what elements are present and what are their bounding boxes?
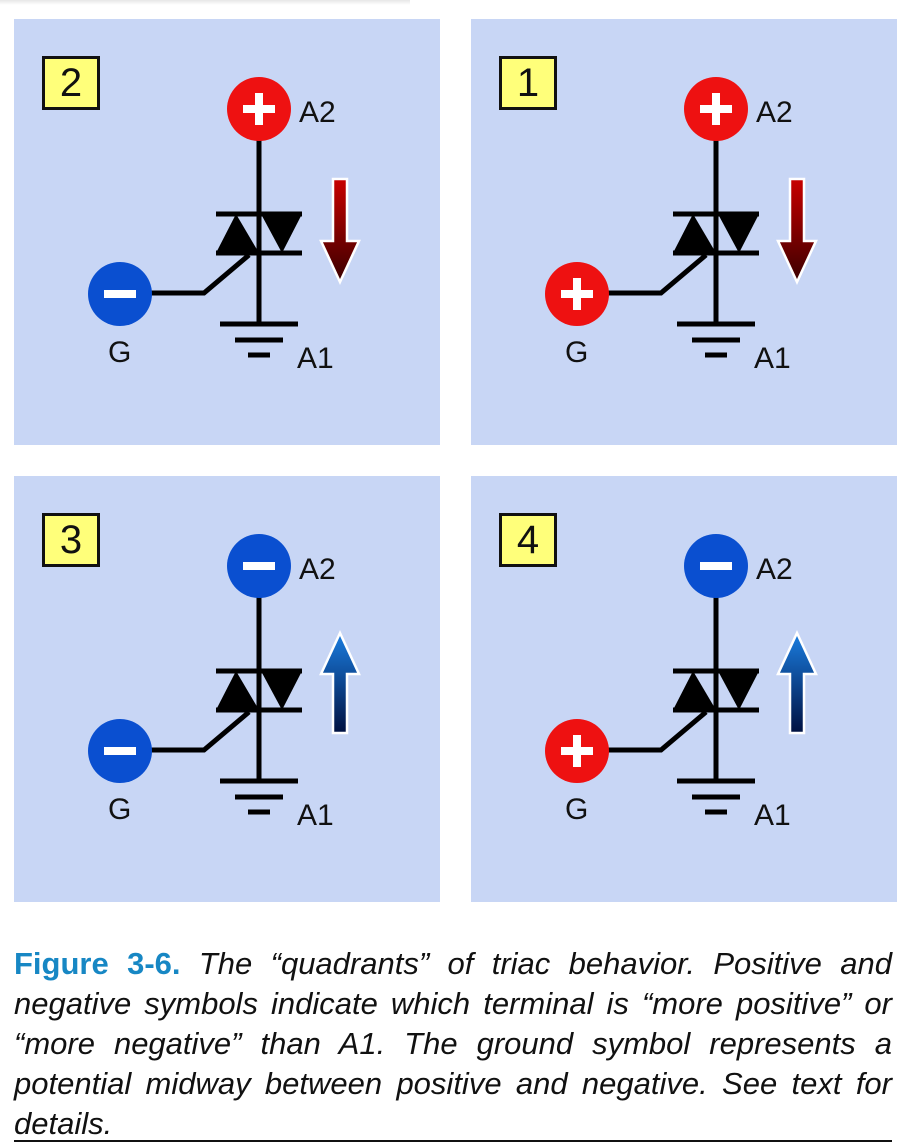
a2-polarity-icon <box>684 534 748 598</box>
a1-label: A1 <box>297 799 334 832</box>
triac-triangle-down <box>718 214 759 253</box>
triac-triangle-up <box>216 214 259 253</box>
a2-label: A2 <box>756 96 793 129</box>
quadrant-number: 4 <box>499 513 557 567</box>
a1-label: A1 <box>754 342 791 375</box>
gate-polarity-icon <box>545 262 609 326</box>
a1-label: A1 <box>297 342 334 375</box>
triac-circuit-diagram <box>545 534 818 815</box>
caption-text: The “quadrants” of triac behavior. Posit… <box>14 946 892 1141</box>
current-arrow-up-icon <box>319 630 361 735</box>
quadrant-number: 3 <box>42 513 100 567</box>
gate-polarity-icon <box>88 719 152 783</box>
a2-label: A2 <box>756 553 793 586</box>
triac-triangle-down <box>261 214 302 253</box>
a2-label: A2 <box>299 553 336 586</box>
ground-symbol <box>677 778 755 815</box>
current-arrow-down-icon <box>319 177 361 285</box>
current-arrow-down-icon <box>776 177 818 285</box>
gate-polarity-icon <box>88 262 152 326</box>
a1-label: A1 <box>754 799 791 832</box>
gate-label: G <box>108 793 132 826</box>
quadrant-number: 2 <box>42 56 100 110</box>
ground-symbol <box>677 321 755 358</box>
figure-caption: Figure 3-6. The “quadrants” of triac beh… <box>14 944 892 1144</box>
quadrant-number: 1 <box>499 56 557 110</box>
ground-symbol <box>220 778 298 815</box>
gate-lead <box>146 710 251 753</box>
triac-triangle-up <box>216 671 259 710</box>
ground-symbol <box>220 321 298 358</box>
gate-label: G <box>108 336 132 369</box>
triac-triangle-down <box>718 671 759 710</box>
a2-label: A2 <box>299 96 336 129</box>
triac-circuit-diagram <box>545 77 818 358</box>
figure-label: Figure 3-6. <box>14 946 181 981</box>
gate-lead <box>146 253 251 296</box>
triac-circuit-diagram <box>88 77 361 358</box>
top-shading <box>0 0 410 5</box>
gate-lead <box>603 710 708 753</box>
gate-label: G <box>565 793 589 826</box>
a2-polarity-icon <box>684 77 748 141</box>
triac-triangle-down <box>261 671 302 710</box>
current-arrow-up-icon <box>776 630 818 735</box>
triac-triangle-up <box>673 214 716 253</box>
triac-triangle-up <box>673 671 716 710</box>
caption-underline <box>14 1140 892 1142</box>
gate-lead <box>603 253 708 296</box>
triac-circuit-diagram <box>88 534 361 815</box>
gate-label: G <box>565 336 589 369</box>
a2-polarity-icon <box>227 77 291 141</box>
gate-polarity-icon <box>545 719 609 783</box>
a2-polarity-icon <box>227 534 291 598</box>
